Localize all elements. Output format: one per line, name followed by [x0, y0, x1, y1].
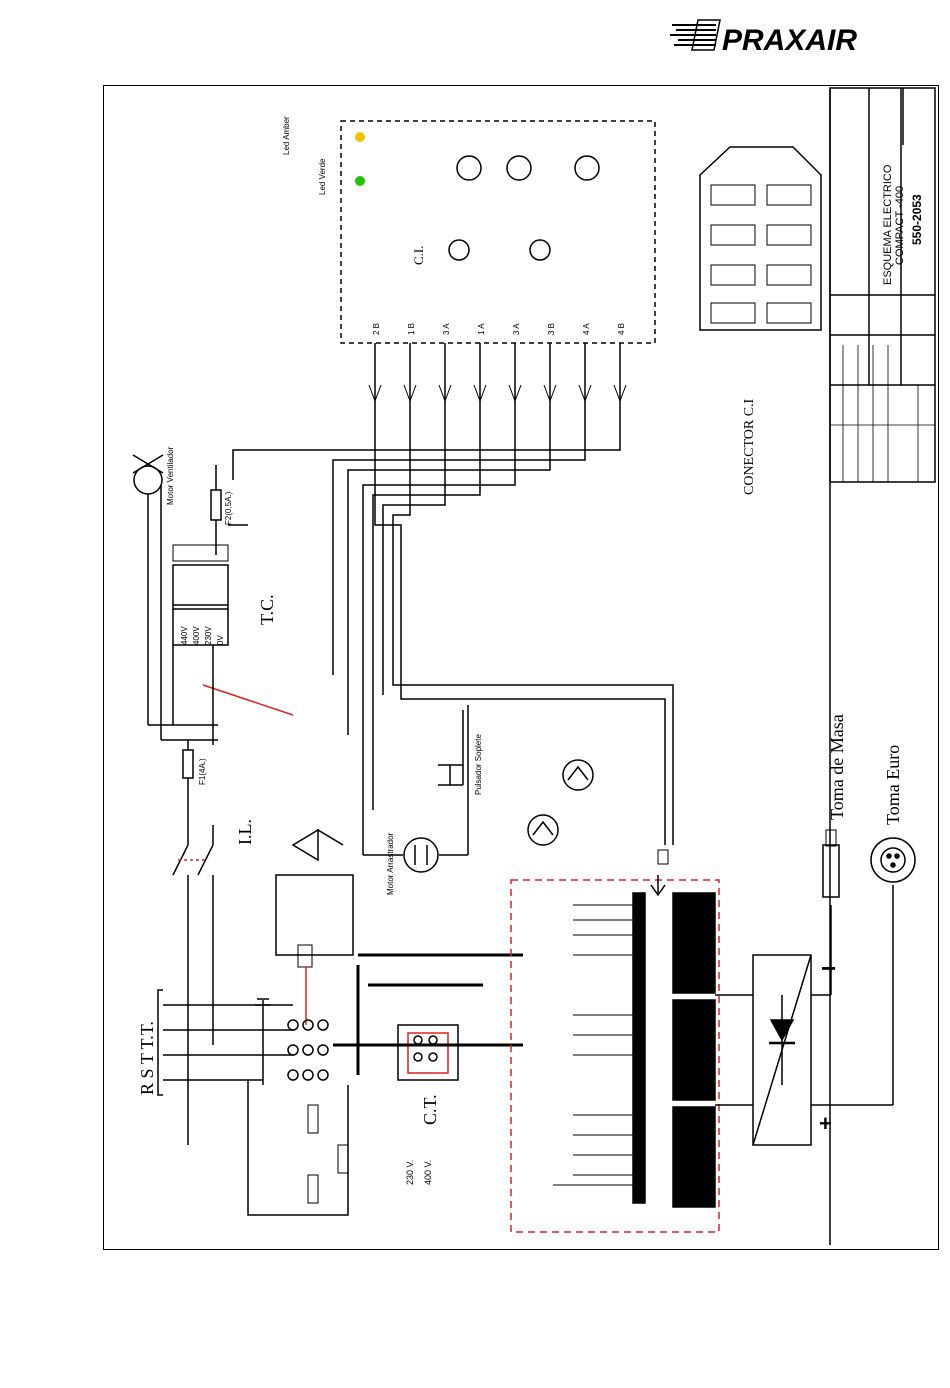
rectifier	[753, 885, 893, 1145]
euro-socket-icon	[871, 838, 915, 882]
led-yellow-label: Led Amber	[282, 116, 291, 155]
fuse-f2	[211, 490, 221, 520]
fan-2-icon	[563, 760, 593, 790]
fan-motor-label: Motor Ventilador	[166, 446, 175, 505]
ic-pin-label: 1 B	[407, 323, 416, 335]
contactor	[276, 830, 353, 1080]
gun-button-label: Pulsador Soplete	[474, 734, 483, 795]
ic-pin-label: 4 A	[582, 323, 591, 335]
schematic-labels: R S T T.T. I.L. T.C. C.T. C.I. CONECTOR …	[137, 116, 924, 1185]
control-transformer-label: T.C.	[257, 594, 277, 625]
wire-motor-label: Motor Arrastrador	[386, 832, 395, 895]
ic-pin-label: 4 B	[617, 323, 626, 335]
electrical-schematic: R S T T.T. I.L. T.C. C.T. C.I. CONECTOR …	[103, 85, 939, 1250]
ic-pin-label: 3 B	[547, 323, 556, 335]
brand-name: PRAXAIR	[722, 24, 857, 57]
varistors	[248, 1080, 348, 1215]
switch-label: I.L.	[235, 819, 255, 845]
current-transformer-label: C.T.	[420, 1094, 440, 1125]
ic-pin-label: 3 A	[442, 323, 451, 335]
ic-pin-label: 1 A	[477, 323, 486, 335]
connector-label: CONECTOR C.I	[742, 398, 757, 495]
ct-voltage-230: 230 V.	[405, 1160, 415, 1185]
supply-lines	[158, 990, 293, 1095]
ic-pin-label: 3 A	[512, 323, 521, 335]
plus-sign: +	[819, 1111, 832, 1136]
fan-motor	[133, 455, 163, 740]
tc-voltage-440: 440V	[180, 626, 189, 645]
connector-ci	[700, 147, 821, 330]
title-text: ESQUEMA ELECTRICO	[882, 164, 894, 285]
wire-feeder-motor	[363, 705, 468, 872]
drawing-number: 550-2053	[910, 194, 924, 245]
tc-voltage-0: 0V	[216, 635, 225, 645]
tc-voltage-230: 230V	[204, 626, 213, 645]
fuse-f1	[183, 740, 193, 825]
ct-voltage-400: 400 V.	[423, 1160, 433, 1185]
fuse-2-label: F2(0,5A.)	[224, 491, 233, 525]
power-transformer	[553, 850, 753, 1207]
fan-1-icon	[528, 815, 558, 845]
tc-voltage-400: 400V	[192, 626, 201, 645]
model-text: COMPACT -400	[894, 186, 906, 265]
gun-push-button	[438, 710, 463, 785]
main-switch	[173, 825, 213, 1145]
supply-label: R S T T.T.	[137, 1021, 157, 1095]
euro-socket-label: Toma Euro	[883, 745, 903, 825]
led-yellow-icon	[355, 132, 365, 142]
circuit-label: C.I.	[411, 246, 426, 266]
led-green-icon	[355, 176, 365, 186]
pcb-wires	[233, 343, 673, 845]
led-green-label: Led Verde	[318, 158, 327, 195]
fuse-1-label: F1(4A.)	[198, 758, 207, 785]
ground-socket-icon	[823, 830, 839, 897]
praxair-logo: PRAXAIR	[668, 14, 900, 62]
minus-sign: −	[821, 953, 836, 983]
ic-pin-label: 2 B	[372, 323, 381, 335]
current-transformer	[333, 955, 523, 1080]
control-board-box	[341, 121, 655, 343]
ground-socket-label: Toma de Masa	[827, 714, 847, 820]
